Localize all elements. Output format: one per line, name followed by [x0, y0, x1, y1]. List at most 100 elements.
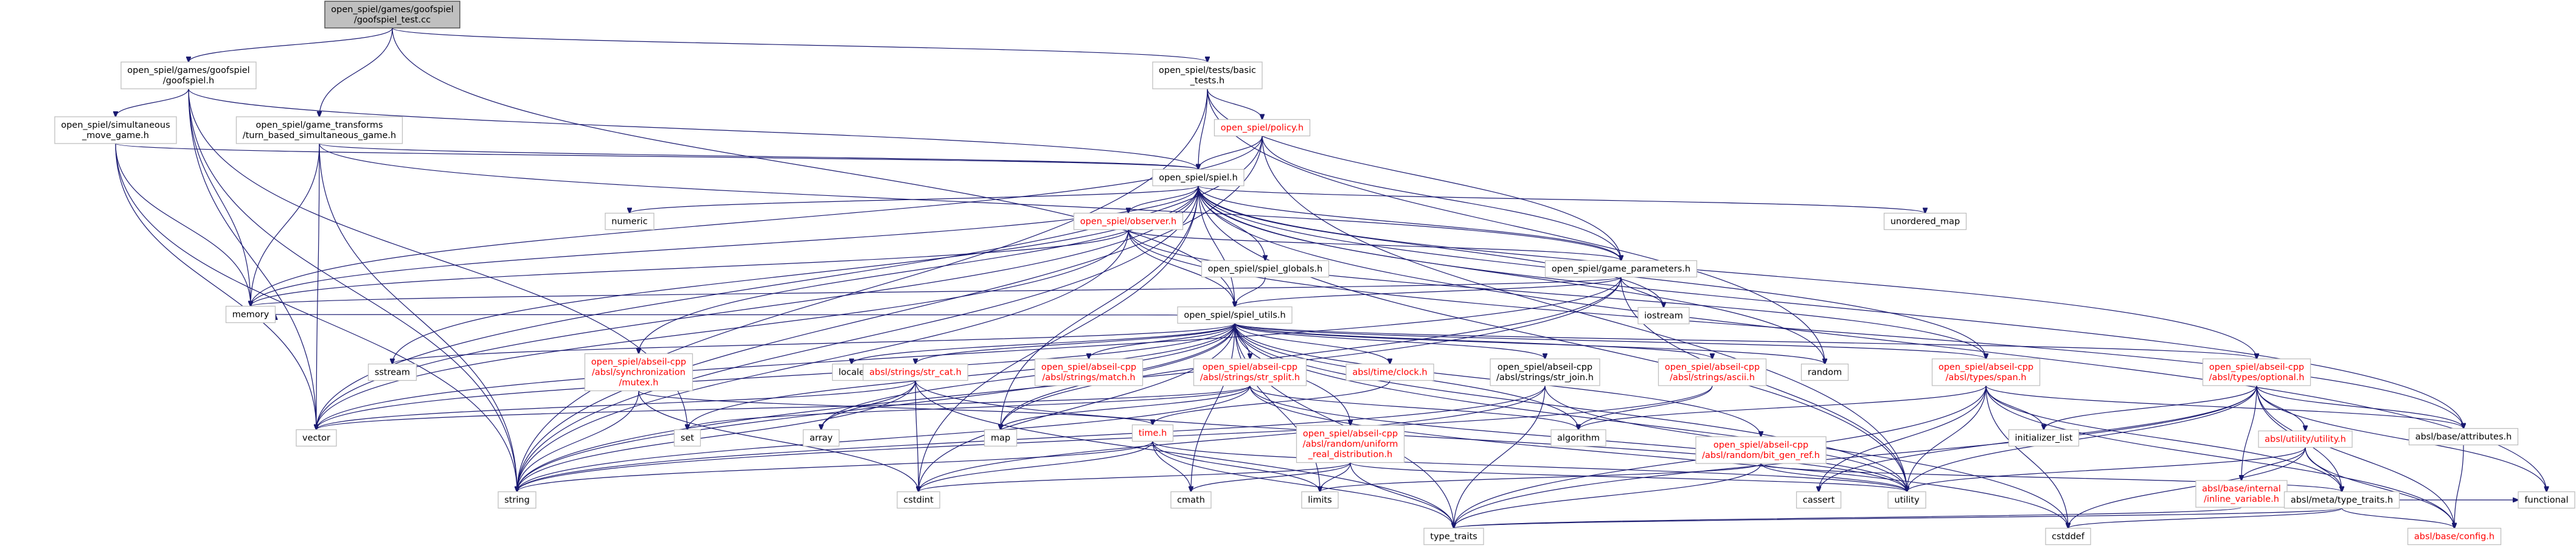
- node-game-parameters[interactable]: open_spiel/game_parameters.h: [1544, 260, 1698, 278]
- node-attributes[interactable]: absl/base/attributes.h: [2408, 428, 2519, 446]
- edge-spiel-h-to-cstdint: [918, 186, 1199, 492]
- edge-goofspiel-test-to-spiel-utils: [392, 27, 1235, 307]
- node-spiel-utils[interactable]: open_spiel/spiel_utils.h: [1177, 306, 1293, 324]
- node-functional[interactable]: functional: [2518, 491, 2575, 509]
- edge-spiel-h-to-spiel-utils: [1198, 186, 1235, 307]
- node-label: absl/meta/type_traits.h: [2291, 496, 2393, 505]
- node-label: /absl/random/uniform: [1303, 440, 1398, 449]
- node-cstdint[interactable]: cstdint: [897, 491, 940, 509]
- edge-goofspiel-h-to-simultaneous: [116, 88, 189, 117]
- node-label: open_spiel/observer.h: [1080, 217, 1177, 227]
- edge-simultaneous-to-vector: [115, 143, 316, 430]
- node-box: [2195, 480, 2288, 508]
- node-box: [2008, 429, 2080, 447]
- node-label: /absl/strings/match.h: [1042, 373, 1135, 383]
- node-set[interactable]: set: [673, 429, 701, 447]
- edge-ascii-to-string: [517, 385, 1713, 492]
- edge-span-to-type-traits-h: [1985, 385, 2342, 492]
- node-utility-h[interactable]: absl/utility/utility.h: [2258, 430, 2353, 448]
- node-box: [120, 61, 257, 89]
- node-box: [2045, 527, 2091, 546]
- edge-spiel-utils-to-cmath: [1191, 323, 1235, 492]
- node-span[interactable]: open_spiel/abseil-cpp/absl/types/span.h: [1931, 358, 2041, 386]
- node-spiel-h[interactable]: open_spiel/spiel.h: [1152, 168, 1245, 187]
- node-basic-tests[interactable]: open_spiel/tests/basic_tests.h: [1152, 61, 1263, 89]
- edge-span-to-config: [1985, 385, 2454, 529]
- node-clock[interactable]: absl/time/clock.h: [1345, 363, 1434, 381]
- node-time-h[interactable]: time.h: [1131, 424, 1174, 442]
- node-cmath[interactable]: cmath: [1170, 491, 1212, 509]
- node-iostream[interactable]: iostream: [1637, 307, 1690, 325]
- node-box: [1296, 425, 1405, 463]
- node-spiel-globals[interactable]: open_spiel/spiel_globals.h: [1201, 260, 1330, 278]
- edge-str-split-to-cstddef: [1249, 385, 2068, 529]
- edge-spiel-utils-to-str-cat: [915, 323, 1235, 364]
- node-label: array: [810, 434, 833, 443]
- node-cassert[interactable]: cassert: [1796, 491, 1842, 509]
- node-label: unordered_map: [1890, 217, 1960, 227]
- node-map[interactable]: map: [984, 429, 1018, 447]
- node-sstream[interactable]: sstream: [367, 363, 417, 381]
- node-uniform[interactable]: open_spiel/abseil-cpp/absl/random/unifor…: [1296, 425, 1405, 463]
- edge-basic-tests-to-game-parameters: [1207, 88, 1621, 261]
- edge-type-traits-h-to-cstddef: [2068, 507, 2342, 529]
- edge-span-to-cassert: [1819, 385, 1987, 492]
- node-vector[interactable]: vector: [296, 429, 337, 447]
- edge-time-h-to-cstdint: [918, 441, 1153, 492]
- edge-str-split-to-map: [1001, 385, 1251, 430]
- edge-time-h-to-cmath: [1152, 441, 1191, 492]
- node-bit-gen-ref[interactable]: open_spiel/abseil-cpp/absl/random/bit_ge…: [1695, 436, 1827, 464]
- edge-spiel-utils-to-locale: [852, 323, 1235, 364]
- node-limits[interactable]: limits: [1301, 491, 1339, 509]
- edge-str-cat-to-vector: [316, 380, 916, 430]
- node-str-join[interactable]: open_spiel/abseil-cpp/absl/strings/str_j…: [1490, 358, 1600, 386]
- node-box: [498, 491, 536, 509]
- node-label: /absl/synchronization: [592, 368, 686, 378]
- node-ascii[interactable]: open_spiel/abseil-cpp/absl/strings/ascii…: [1658, 358, 1767, 386]
- node-policy[interactable]: open_spiel/policy.h: [1213, 119, 1311, 137]
- node-array[interactable]: array: [802, 429, 840, 447]
- node-numeric[interactable]: numeric: [605, 212, 654, 231]
- node-simultaneous[interactable]: open_spiel/simultaneous_move_game.h: [54, 116, 177, 144]
- node-random[interactable]: random: [1800, 363, 1849, 381]
- node-label: /absl/types/optional.h: [2209, 373, 2305, 383]
- node-observer[interactable]: open_spiel/observer.h: [1073, 212, 1184, 231]
- node-cstddef[interactable]: cstddef: [2045, 527, 2091, 546]
- node-optional[interactable]: open_spiel/abseil-cpp/absl/types/optiona…: [2202, 358, 2311, 386]
- node-label: iostream: [1644, 311, 1683, 321]
- node-config[interactable]: absl/base/config.h: [2407, 527, 2502, 546]
- node-goofspiel-h[interactable]: open_spiel/games/goofspiel/goofspiel.h: [120, 61, 257, 89]
- node-inline-variable[interactable]: absl/base/internal/inline_variable.h: [2195, 480, 2288, 508]
- node-label: absl/base/internal: [2202, 484, 2281, 494]
- node-string[interactable]: string: [498, 491, 536, 509]
- node-box: [1931, 358, 2041, 386]
- node-type-traits[interactable]: type_traits: [1423, 527, 1484, 546]
- node-utility[interactable]: utility: [1887, 491, 1926, 509]
- node-label: sstream: [375, 368, 410, 378]
- edge-spiel-utils-to-random: [1234, 323, 1825, 364]
- edge-uniform-to-utility: [1350, 462, 1907, 492]
- node-box: [2202, 358, 2311, 386]
- node-initializer-list[interactable]: initializer_list: [2008, 429, 2080, 447]
- node-unordered-map[interactable]: unordered_map: [1883, 212, 1967, 231]
- node-box: [2518, 491, 2575, 509]
- node-label: _real_distribution.h: [1308, 450, 1392, 460]
- node-str-split[interactable]: open_spiel/abseil-cpp/absl/strings/str_s…: [1193, 358, 1307, 386]
- node-box: [1637, 307, 1690, 325]
- node-turn-based[interactable]: open_spiel/game_transforms/turn_based_si…: [235, 116, 403, 144]
- node-label: /absl/strings/str_split.h: [1200, 373, 1300, 383]
- node-type-traits-h[interactable]: absl/meta/type_traits.h: [2283, 491, 2400, 509]
- node-label: locale: [839, 368, 865, 378]
- node-match[interactable]: open_spiel/abseil-cpp/absl/strings/match…: [1034, 358, 1144, 386]
- node-memory[interactable]: memory: [225, 305, 276, 324]
- node-algorithm[interactable]: algorithm: [1550, 429, 1606, 447]
- edge-time-h-to-string: [517, 441, 1153, 492]
- node-label: open_spiel/games/goofspiel: [331, 5, 453, 15]
- node-mutex[interactable]: open_spiel/abseil-cpp/absl/synchronizati…: [584, 353, 693, 392]
- edge-game-parameters-to-iostream: [1620, 277, 1664, 308]
- node-str-cat[interactable]: absl/strings/str_cat.h: [863, 363, 968, 381]
- edge-uniform-to-cstdint: [918, 462, 1351, 492]
- edge-str-cat-to-array: [821, 380, 916, 430]
- node-label: /absl/strings/str_join.h: [1496, 373, 1594, 383]
- node-box: [1544, 260, 1698, 278]
